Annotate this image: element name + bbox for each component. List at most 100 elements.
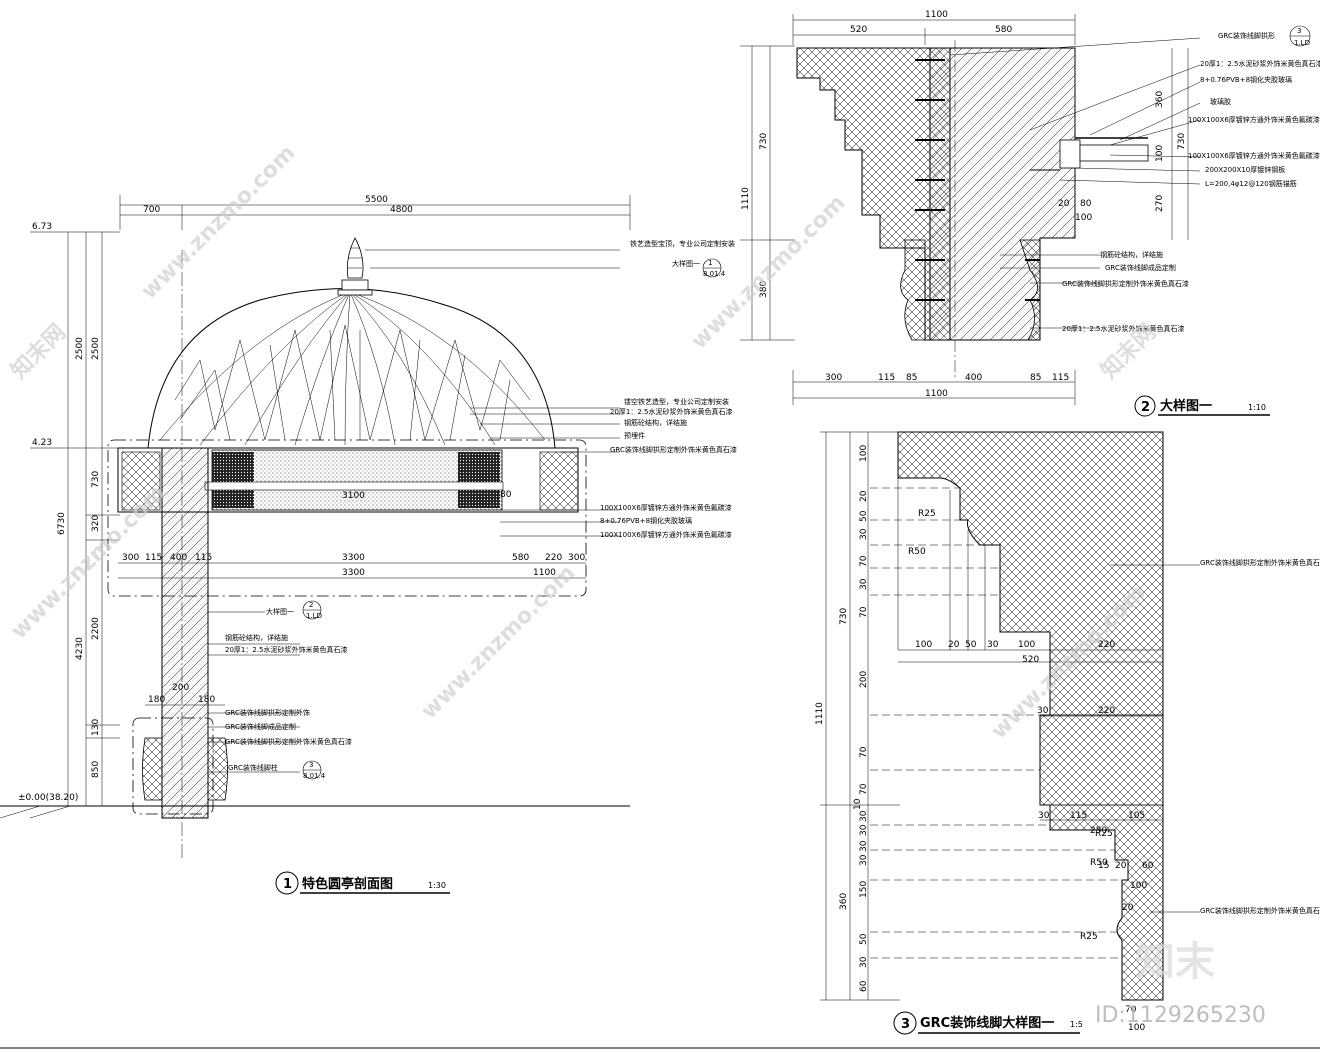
callout-detail-top: 大样图一 1 8.01.4: [672, 258, 726, 278]
d2-b-115b: 115: [1052, 373, 1069, 383]
dim-b300a: 300: [122, 553, 139, 563]
drawing-2-detail: 1100 520 580 1110 730 380: [740, 10, 1320, 417]
d3-l15: 150: [859, 881, 869, 898]
d3-r3: R25: [1080, 932, 1098, 942]
d2-note-tube2: 100X100X6厚镀锌方通外饰米黄色氟碳漆: [1188, 151, 1320, 160]
d3-h4: 100: [1018, 640, 1035, 650]
drawing-2-number: 2: [1141, 400, 1150, 415]
dim-4800: 4800: [390, 205, 413, 215]
d2-callout: 3 1.LD: [1289, 25, 1311, 47]
d2-dim-1110: 1110: [741, 187, 751, 210]
dim-4230: 4230: [75, 637, 85, 660]
d2-callout-num: 3: [1297, 27, 1301, 35]
note-tube2: 100X100X6厚镀锌方通外饰米黄色氟碳漆: [600, 530, 732, 539]
d2-note-anchor: L=200,4φ12@120钢筋锚筋: [1205, 179, 1297, 188]
drawing-1-number: 1: [283, 877, 292, 892]
dim-b580: 580: [512, 553, 529, 563]
note-embed: 预埋件: [624, 431, 645, 440]
d2-r-730: 730: [1177, 133, 1187, 150]
dim-320: 320: [91, 515, 101, 532]
d2-dim-520: 520: [850, 25, 867, 35]
d3-h5: 220: [1098, 640, 1115, 650]
d3-l11: 30: [859, 810, 869, 822]
callout-ref-top: 8.01.4: [703, 270, 726, 278]
wm-brand: 知末: [1135, 939, 1215, 985]
dim-col200: 200: [172, 683, 189, 693]
d3-l6: 70: [859, 606, 869, 618]
dim-b1100: 1100: [533, 568, 556, 578]
d3-h1: 20: [948, 640, 960, 650]
d3-dim-730: 730: [839, 608, 849, 625]
d3-l13: 30: [859, 840, 869, 852]
dim-2500b: 2500: [91, 337, 101, 360]
d3-l18: 60: [859, 980, 869, 992]
d3-lo1: 115: [1070, 811, 1087, 821]
d2-r-100: 100: [1155, 145, 1165, 162]
wm-site-2: www.znzmo.com: [417, 560, 581, 724]
dim-b115a: 115: [145, 553, 162, 563]
d3-dim-1110: 1110: [815, 702, 825, 725]
d3-h3: 30: [987, 640, 999, 650]
drawing-3-detail: 1110 730 360 100 20 50 30 70 30 70 200 7…: [815, 431, 1320, 1035]
drawing-2-title: 2 大样图一 1:10: [1134, 395, 1270, 417]
dim-col180a: 180: [148, 695, 165, 705]
d3-m0: 30: [1037, 706, 1049, 716]
drawing-1-title: 1 特色圆亭剖面图 1:30: [275, 871, 450, 895]
d3-l14: 30: [859, 854, 869, 866]
dim-80: 80: [500, 490, 512, 500]
dim-b400: 400: [170, 553, 187, 563]
d3-l17: 30: [859, 956, 869, 968]
d2-r-270: 270: [1155, 195, 1165, 212]
d3-l10: 10: [853, 798, 863, 810]
d3-note-2: GRC装饰线脚拱形定制外饰米黄色真石漆: [1200, 906, 1320, 915]
d3-r4: R50: [1090, 858, 1108, 868]
d2-note-glass: 8+0.76PVB+8钢化夹胶玻璃: [1200, 75, 1292, 84]
d3-l7: 200: [859, 671, 869, 688]
d3-m1: 220: [1098, 706, 1115, 716]
note-tube1: 100X100X6厚镀锌方通外饰米黄色氟碳漆: [600, 503, 732, 512]
drawing-2-name: 大样图一: [1160, 398, 1212, 414]
svg-text:2: 2: [309, 601, 313, 609]
note-col-grc4: GRC装饰线脚柱: [228, 763, 278, 772]
dim-b3300b: 3300: [342, 568, 365, 578]
callout-label-mid: 大样图一: [266, 607, 294, 616]
d2-b-85b: 85: [1030, 373, 1041, 383]
d2-note-sealant: 玻璃胶: [1210, 97, 1231, 106]
dim-b3300a: 3300: [342, 553, 365, 563]
d3-left-dims: 100 20 50 30 70 30 70 200 70 70 10 30 30…: [853, 445, 869, 992]
note-col-rc: 钢筋砼结构，详结施: [225, 633, 288, 642]
dim-700: 700: [143, 205, 160, 215]
d3-dim-360: 360: [839, 893, 849, 910]
d3-note-1: GRC装饰线脚拱形定制外饰米黄色真石漆: [1200, 558, 1320, 567]
d2-in-20: 20: [1058, 199, 1070, 209]
d3-lower-dims: 30 115 105 250 15 20 60 100 20 100 70: [1038, 811, 1163, 1033]
svg-text:3: 3: [309, 761, 313, 769]
d3-lo8: 20: [1122, 903, 1134, 913]
d3-lo7: 100: [1130, 881, 1147, 891]
d3-lo2: 105: [1128, 811, 1145, 821]
d3-lo4: 15: [1098, 861, 1109, 871]
callout-base: GRC装饰线脚柱 3 8.01.4: [228, 760, 326, 780]
d3-l9: 70: [859, 783, 869, 795]
d3-r2: R25: [1095, 829, 1113, 839]
d3-lo3: 250: [1090, 826, 1107, 836]
callout-detail-mid: 大样图一 2 1.LD: [266, 600, 322, 620]
d2-b-300: 300: [825, 373, 842, 383]
note-glass1: 8+0.76PVB+8钢化夹胶玻璃: [600, 516, 692, 525]
d2-b-85a: 85: [906, 373, 917, 383]
d2-b-115a: 115: [878, 373, 895, 383]
d3-l4: 70: [859, 555, 869, 567]
d2-note-plate: 200X200X10厚镀锌钢板: [1205, 165, 1285, 174]
d3-l1: 20: [859, 490, 869, 502]
d2-note-render: 20厚1：2.5水泥砂浆外饰米黄色真石漆: [1200, 59, 1320, 68]
d3-l5: 30: [859, 578, 869, 590]
drawing-2-scale: 1:10: [1248, 403, 1266, 412]
d2-b-400: 400: [965, 373, 982, 383]
dim-6730: 6730: [57, 512, 67, 535]
d2-dim-380: 380: [759, 281, 769, 298]
d2-note-rc: 钢筋砼结构，详结施: [1100, 250, 1163, 259]
dim-b220: 220: [545, 553, 562, 563]
dim-b115b: 115: [195, 553, 212, 563]
d2-dim-580: 580: [995, 25, 1012, 35]
